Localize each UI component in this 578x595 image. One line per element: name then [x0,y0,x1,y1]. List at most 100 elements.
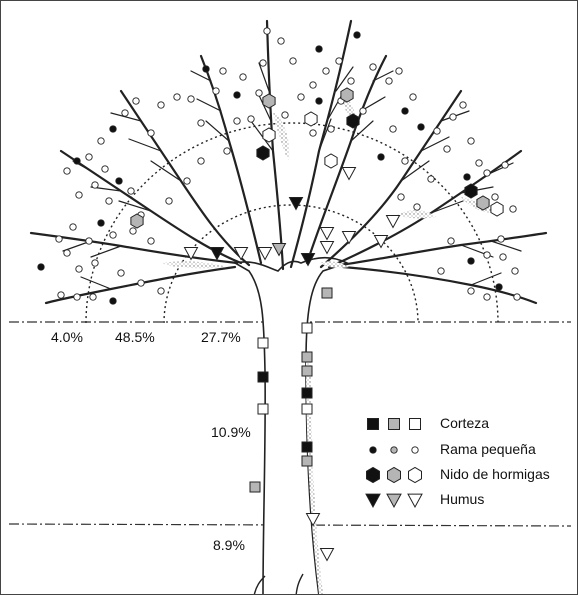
twig-marker [122,110,128,116]
bark-marker [322,288,332,298]
bark-marker [302,442,312,452]
legend-label-corteza: Corteza [440,415,489,431]
twig-marker [370,64,376,70]
twig-marker [390,126,396,132]
twig-marker [264,28,270,34]
twig-marker [90,294,96,300]
twig-marker [166,198,172,204]
twig-marker [260,60,266,66]
twig-marker [468,288,474,294]
twig-marker [500,254,506,260]
twig-marker [386,78,392,84]
twig-marker [130,228,136,234]
twig-marker [348,78,354,84]
ant-nest-marker [263,128,275,142]
ant-nest-marker [367,468,380,483]
twig-marker [203,66,209,72]
twig-marker [450,114,456,120]
bark-marker [258,372,268,382]
twig-marker [484,252,490,258]
twig-marker [106,198,112,204]
trunk [235,258,347,594]
pct-outer-zone: 4.0% [51,329,83,345]
twig-marker [56,236,62,242]
bark-marker [389,419,400,430]
pct-trunk: 10.9% [211,424,251,440]
twig-marker [323,68,329,74]
twig-marker [398,194,404,200]
pct-middle-zone: 48.5% [115,329,155,345]
twig-marker [148,130,154,136]
ant-nest-marker [263,94,275,108]
twig-marker [510,206,516,212]
humus-marker [343,168,356,180]
twig-marker [512,268,518,274]
twig-marker [290,58,296,64]
ant-nest-marker [131,214,143,228]
twig-marker [256,90,262,96]
twig-marker [360,108,366,114]
pct-inner-zone: 27.7% [201,329,241,345]
twig-marker [391,447,397,453]
humus-marker [408,494,422,507]
twig-marker [282,112,288,118]
twig-marker [328,126,334,132]
twig-marker [502,162,508,168]
twig-marker [354,32,360,38]
twig-marker [38,264,44,270]
twig-marker [110,298,116,304]
twig-marker [278,38,284,44]
twig-marker [110,232,116,238]
twig-marker [76,266,82,272]
humus-marker [321,228,334,240]
twig-marker [198,158,204,164]
twig-marker [128,188,134,194]
twig-marker [402,158,408,164]
ant-nest-marker [257,146,269,160]
twig-marker [460,102,466,108]
humus-marker [366,494,380,507]
twig-marker [514,294,520,300]
ant-nest-marker [388,468,401,483]
legend-label-nido-de-hormigas: Nido de hormigas [440,466,550,482]
twig-marker [336,58,342,64]
twig-marker [234,92,240,98]
ant-nest-marker [347,114,359,128]
twig-marker [370,447,376,453]
twig-marker [92,260,98,266]
twig-marker [133,98,139,104]
ant-nest-marker [477,196,489,210]
humus-marker [290,198,303,210]
bark-marker [302,352,312,362]
twig-marker [74,158,80,164]
twig-marker [434,128,440,134]
twig-marker [496,284,502,290]
twig-marker [428,176,434,182]
bark-marker [258,338,268,348]
humus-marker [273,244,286,256]
twig-marker [118,270,124,276]
twig-marker [484,170,490,176]
ant-nest-marker [409,468,422,483]
twig-marker [64,168,70,174]
ant-nest-marker [325,154,337,168]
ant-nest-marker [491,202,503,216]
twig-marker [448,238,454,244]
bark-marker [302,366,312,376]
legend-label-humus: Humus [440,491,484,507]
twig-marker [310,82,316,88]
twig-marker [396,68,402,74]
twig-marker [316,46,322,52]
twig-marker [76,192,82,198]
pct-base: 8.9% [213,537,245,553]
twig-marker [498,236,504,242]
humus-marker [387,494,401,507]
twig-marker [234,118,240,124]
twig-marker [188,96,194,102]
twig-marker [158,288,164,294]
canopy-observations [38,28,520,304]
twig-marker [492,194,498,200]
twig-marker [310,130,316,136]
twig-marker [58,292,64,298]
